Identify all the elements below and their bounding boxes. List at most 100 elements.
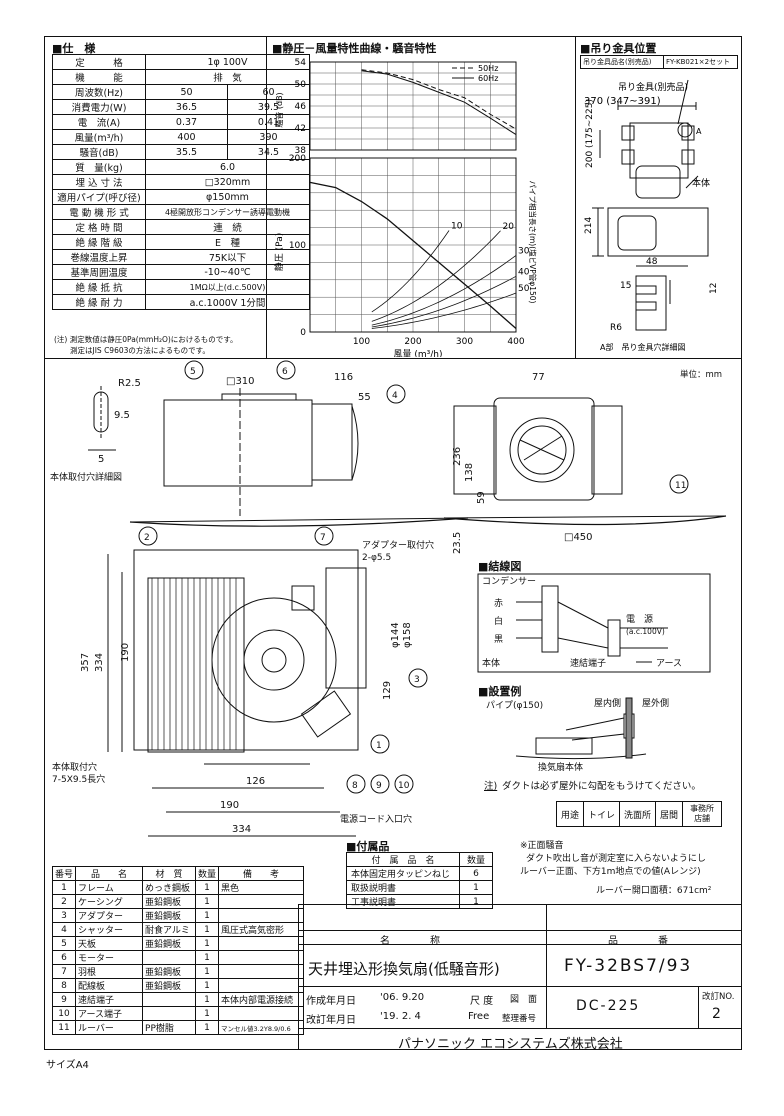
dim-59: 59 [476,491,487,504]
hanger-dim-r6: R6 [610,323,622,333]
hanger-side-body [607,207,709,257]
parts-cell [142,992,197,1007]
spec-value-50hz: 36.5 [145,99,228,115]
spec-key: 風量(m³/h) [52,129,146,145]
spec-key: 基準周囲温度 [52,264,146,280]
callout-10: 10 [398,781,410,791]
accessory-cell: 6 [459,866,493,881]
main-drawing: 5 6 4 11 2 7 3 1 8 9 10 R2.5 9.5 5 本体取付穴… [50,360,727,837]
callout-4: 4 [392,391,398,401]
pipe-curve-10 [371,230,450,313]
legend-50hz: 50Hz [478,64,498,73]
parts-cell: 2 [51,894,77,909]
parts-cell: 亜鉛鋼板 [142,936,197,951]
hanger-label-a: A [696,127,702,136]
parts-cell: 速結端子 [75,992,144,1007]
dim-236: 236 [452,447,463,466]
parts-cell [218,950,305,965]
pressure-x-tick: 100 [353,337,370,347]
usage-table: 用途トイレ洗面所居間事務所店舗 [555,801,723,827]
top-view-body [133,549,359,751]
title-block [298,904,742,1050]
pipe-label-40: 40 [518,267,530,277]
revision-label: 改訂NO. [702,992,735,1002]
pressure-x-label: 風量 (m³/h) [394,349,443,357]
noise-y-tick: 54 [295,58,307,68]
parts-cell: 1 [195,964,220,979]
front-view-body [493,397,595,501]
divider [44,358,742,359]
callout-9: 9 [376,781,382,791]
parts-cell: 1 [195,1020,220,1035]
noise-series-60Hz [361,70,517,136]
dim-55: 55 [358,392,371,403]
parts-cell: 亜鉛鋼板 [142,894,197,909]
side-louver [129,517,469,527]
install-note-mark: 注) [484,781,498,792]
noise-y-tick: 38 [295,146,307,156]
dim-144: φ144 [390,622,401,648]
noise-plot-frame [309,61,517,151]
parts-cell: 1 [195,936,220,951]
parts-cell: 11 [51,1020,77,1035]
parts-cell: 1 [195,908,220,923]
noise-y-tick: 50 [295,80,307,90]
hanger-dim-48: 48 [646,257,658,267]
parts-header: 備 考 [218,866,305,881]
revised-label: 改訂年月日 [306,1015,356,1026]
spec-value: a.c.1000V 1分間 [145,294,310,310]
accessory-cell: 本体固定用タッピンねじ [346,866,460,881]
pipe-label-30: 30 [518,246,530,256]
dim-r25: R2.5 [118,378,141,389]
hanger-diagram: 吊り金具(別売品) 370 (347~391) A 本体 214 200 (17… [584,79,719,352]
dim-190-v: 190 [120,643,131,662]
pipe-label-50: 50 [518,284,530,294]
spec-key: 絶 縁 抵 抗 [52,279,146,295]
parts-header: 数量 [195,866,220,881]
wiring-black: 黒 [494,634,503,645]
accessory-cell: 工事説明書 [346,894,460,909]
callout-8: 8 [352,781,358,791]
adapter-label: アダプター取付穴 [362,539,434,551]
install-title: ■設置例 [478,685,522,698]
remark-2: ダクト吹出し音が測定室に入らないようにし [526,854,706,864]
parts-cell [142,950,197,965]
parts-cell: 耐食アルミ [142,922,197,937]
product-number: FY-32BS7/93 [564,956,693,976]
hanger-label: 吊り金具(別売品) [618,81,688,93]
wiring-terminal: 速結端子 [570,657,606,669]
divider [575,36,576,358]
spec-key: 絶 縁 階 級 [52,234,146,250]
parts-cell: アダプター [75,908,144,923]
dim-190: 190 [220,800,239,811]
parts-cell: モーター [75,950,144,965]
pipe-curve-30 [371,255,517,326]
pressure-x-tick: 200 [404,337,421,347]
dim-158: φ158 [402,622,413,648]
legend-60hz: 60Hz [478,74,498,83]
pipe-axis-label: パイプ相当長さ(m)(塩ビVP管φ150) [528,181,538,304]
wiring-earth: アース [656,659,682,669]
spec-key: 消費電力(W) [52,99,146,115]
parts-cell [218,1006,305,1021]
wiring-title: ■結線図 [478,560,522,573]
wiring-power-ac: (a.c.100V) [626,627,665,636]
hanger-dim-12: 12 [709,283,719,294]
spec-row: 定 格 時 間連 続 [52,219,310,235]
front-louver [443,515,727,526]
cord-hole: 電源コード入口穴 [340,813,412,825]
parts-cell: 5 [51,936,77,951]
hanger-box-right: FY-KB021×2セット [666,58,731,66]
revised-date: '19. 2. 4 [380,1011,421,1022]
